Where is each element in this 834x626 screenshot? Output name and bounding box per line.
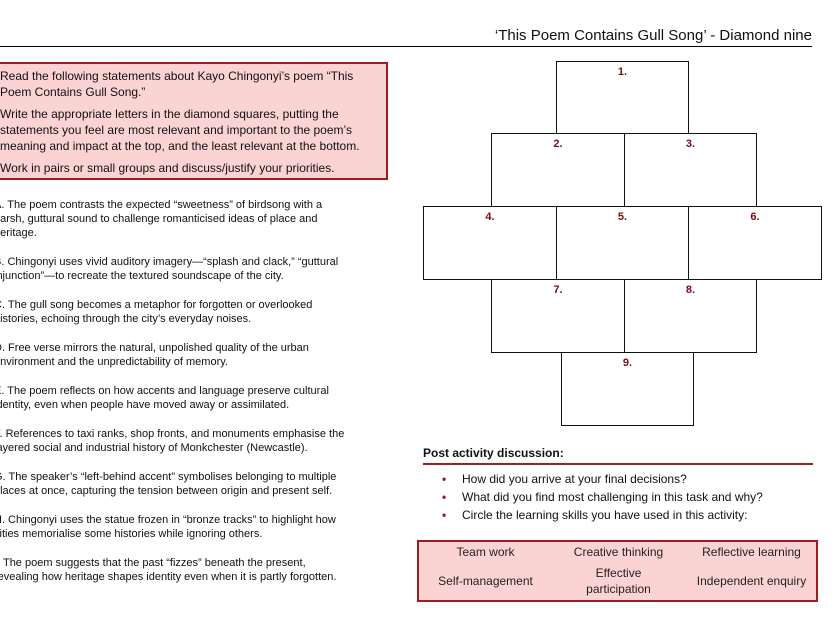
statement-b: B. Chingonyi uses vivid auditory imagery… (0, 255, 386, 283)
diamond-box-4[interactable]: 4. (423, 206, 557, 280)
statement-f: F. References to taxi ranks, shop fronts… (0, 427, 386, 455)
diamond-box-3[interactable]: 3. (624, 133, 757, 207)
diamond-box-5[interactable]: 5. (556, 206, 689, 280)
diamond-number: 4. (485, 211, 495, 223)
post-question: Circle the learning skills you have used… (440, 506, 763, 524)
statement-g: G. The speaker’s “left-behind accent” sy… (0, 470, 386, 498)
statement-line: I. The poem suggests that the past “fizz… (0, 557, 306, 569)
statement-h: H. Chingonyi uses the statue frozen in “… (0, 513, 386, 541)
diamond-box-1[interactable]: 1. (556, 61, 689, 134)
learning-skills-table: Team work Creative thinking Reflective l… (417, 540, 818, 602)
statement-line: F. References to taxi ranks, shop fronts… (0, 428, 345, 440)
statement-line: environment and the unpredictability of … (0, 356, 228, 368)
statement-line: identity, even when people have moved aw… (0, 399, 290, 411)
post-activity-title: Post activity discussion: (423, 446, 813, 465)
skill-self-management[interactable]: Self-management (438, 573, 533, 588)
diamond-box-7[interactable]: 7. (491, 279, 625, 353)
skill-team-work[interactable]: Team work (456, 544, 515, 559)
statement-line: harsh, guttural sound to challenge roman… (0, 213, 318, 225)
diamond-number: 6. (750, 211, 760, 223)
diamond-box-9[interactable]: 9. (561, 352, 694, 426)
statement-line: histories, echoing through the city’s ev… (0, 313, 252, 325)
statement-line: A. The poem contrasts the expected “swee… (0, 199, 323, 211)
statement-line: B. Chingonyi uses vivid auditory imagery… (0, 256, 339, 268)
statement-line: heritage. (0, 227, 37, 239)
post-question: What did you find most challenging in th… (440, 488, 763, 506)
statement-line: C. The gull song becomes a metaphor for … (0, 299, 313, 311)
statement-c: C. The gull song becomes a metaphor for … (0, 298, 386, 326)
statement-e: E. The poem reflects on how accents and … (0, 384, 386, 412)
page-title: ‘This Poem Contains Gull Song’ - Diamond… (0, 28, 812, 47)
skill-independent-enquiry[interactable]: Independent enquiry (696, 573, 807, 588)
statement-line: H. Chingonyi uses the statue frozen in “… (0, 514, 336, 526)
instruction-write: Write the appropriate letters in the dia… (0, 107, 360, 153)
skill-label-line: participation (586, 581, 651, 596)
diamond-box-6[interactable]: 6. (688, 206, 822, 280)
statement-line: E. The poem reflects on how accents and … (0, 385, 329, 397)
skill-label-line: Effective (595, 565, 642, 580)
diamond-number: 8. (685, 284, 696, 296)
skill-reflective-learning[interactable]: Reflective learning (702, 544, 801, 559)
statement-line: D. Free verse mirrors the natural, unpol… (0, 342, 309, 354)
skill-effective-participation[interactable]: Effective participation (552, 561, 685, 600)
diamond-number: 5. (617, 211, 628, 223)
instruction-discuss: Work in pairs or small groups and discus… (0, 161, 335, 175)
statement-line: cities memorialise some histories while … (0, 528, 263, 540)
statements-list: A. The poem contrasts the expected “swee… (0, 198, 386, 599)
diamond-box-8[interactable]: 8. (624, 279, 757, 353)
statement-line: layered social and industrial history of… (0, 442, 308, 454)
diamond-number: 9. (622, 357, 633, 369)
statement-line: G. The speaker’s “left-behind accent” sy… (0, 471, 337, 483)
statement-d: D. Free verse mirrors the natural, unpol… (0, 341, 386, 369)
statement-a: A. The poem contrasts the expected “swee… (0, 198, 386, 240)
post-question: How did you arrive at your final decisio… (440, 470, 763, 488)
statement-line: injunction”—to recreate the textured sou… (0, 270, 284, 282)
statement-line: places at once, capturing the tension be… (0, 485, 333, 497)
diamond-number: 2. (553, 138, 563, 150)
instructions-box: Read the following statements about Kayo… (0, 62, 388, 180)
statement-i: I. The poem suggests that the past “fizz… (0, 556, 386, 584)
diamond-box-2[interactable]: 2. (491, 133, 625, 207)
post-activity-list: How did you arrive at your final decisio… (440, 470, 763, 524)
skill-creative-thinking[interactable]: Creative thinking (573, 544, 664, 559)
statement-line: revealing how heritage shapes identity e… (0, 571, 337, 583)
diamond-number: 3. (685, 138, 696, 150)
instruction-read: Read the following statements about Kayo… (0, 69, 354, 99)
diamond-number: 7. (553, 284, 563, 296)
diamond-number: 1. (617, 66, 628, 78)
